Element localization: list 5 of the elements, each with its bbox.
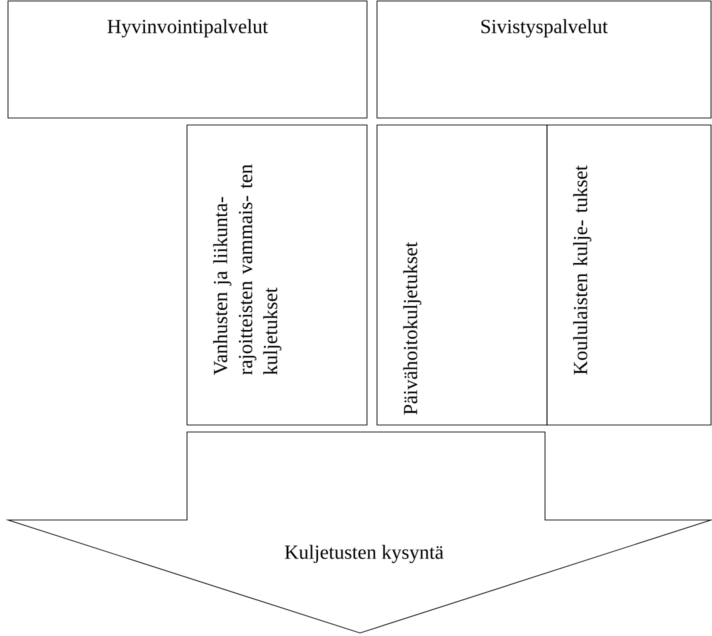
box: Päivähoitokuljetukset xyxy=(376,124,548,426)
box: Hyvinvointipalvelut xyxy=(8,0,368,118)
box: Vanhusten ja liikunta- rajoitteisten vammais- ten kuljetukset xyxy=(186,124,368,426)
box: Sivistyspalvelut xyxy=(376,0,712,118)
box: Koululaisten kulje- tukset xyxy=(546,124,712,426)
